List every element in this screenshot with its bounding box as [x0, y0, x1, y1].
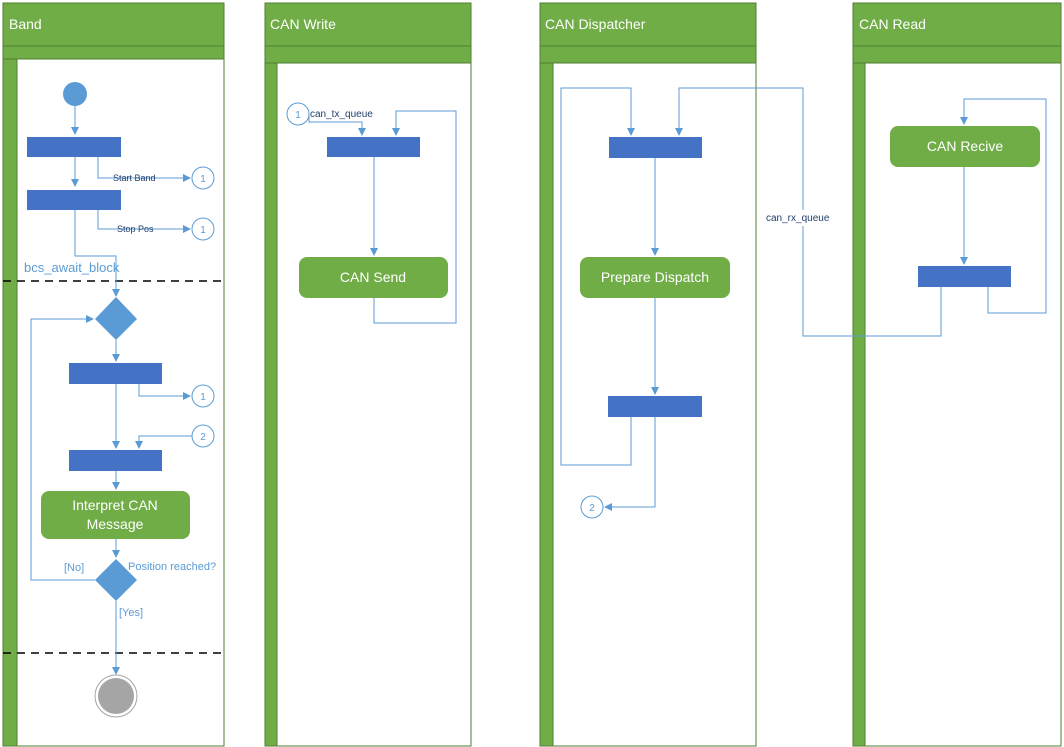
connector-label: 1 [295, 110, 301, 121]
connector-1-fork [191, 384, 215, 408]
connector-label: 2 [589, 503, 595, 514]
read-fork-bar [918, 266, 1011, 287]
fork-bar-2 [27, 190, 121, 210]
connector-2-out [580, 495, 604, 519]
lane-title-can-write: CAN Write [270, 16, 336, 32]
decision-node [95, 559, 137, 601]
rx-queue-label-bg [764, 210, 842, 226]
fork-bar-1 [27, 137, 121, 157]
can-receive-action [890, 126, 1040, 167]
can-send-label: CAN Send [340, 269, 406, 285]
interpret-label-2: Message [87, 516, 144, 532]
connector-1-stop [191, 217, 215, 241]
lane-can-dispatcher: CAN Dispatcher [539, 2, 757, 747]
start-band-label: Start Band [113, 173, 156, 183]
write-merge-bar [327, 137, 420, 157]
stop-pos-label: Stop Pos [117, 224, 154, 234]
lane-title-band: Band [9, 16, 42, 32]
connector-label: 1 [200, 174, 206, 185]
dispatch-fork-bar [608, 396, 702, 417]
await-block-label: bcs_await_block [24, 260, 120, 275]
prepare-dispatch-action [580, 257, 730, 298]
lane-can-read: CAN Read [852, 2, 1062, 747]
rx-queue-label: can_rx_queue [766, 213, 830, 224]
decision-label: Position reached? [128, 561, 216, 573]
connector-label: 1 [200, 225, 206, 236]
final-node [98, 678, 134, 714]
lane-can-write: CAN Write [264, 2, 472, 747]
interpret-label-1: Interpret CAN [72, 497, 158, 513]
merge-node [95, 297, 137, 340]
initial-node [63, 82, 87, 106]
lane-title-can-read: CAN Read [859, 16, 926, 32]
guard-yes: [Yes] [119, 607, 143, 619]
join-bar [69, 450, 162, 471]
can-receive-label: CAN Recive [927, 138, 1003, 154]
tx-queue-label: can_tx_queue [310, 109, 373, 120]
fork-bar-3 [69, 363, 162, 384]
lane-band: Band [2, 2, 225, 747]
dispatch-merge-bar [609, 137, 702, 158]
connector-label: 2 [200, 432, 206, 443]
connector-label: 1 [200, 392, 206, 403]
lane-title-can-dispatcher: CAN Dispatcher [545, 16, 646, 32]
can-send-action [299, 257, 448, 298]
prepare-dispatch-label: Prepare Dispatch [601, 269, 709, 285]
guard-no: [No] [64, 562, 84, 574]
connector-1-start [191, 166, 215, 190]
interpret-can-message-action [41, 491, 190, 539]
